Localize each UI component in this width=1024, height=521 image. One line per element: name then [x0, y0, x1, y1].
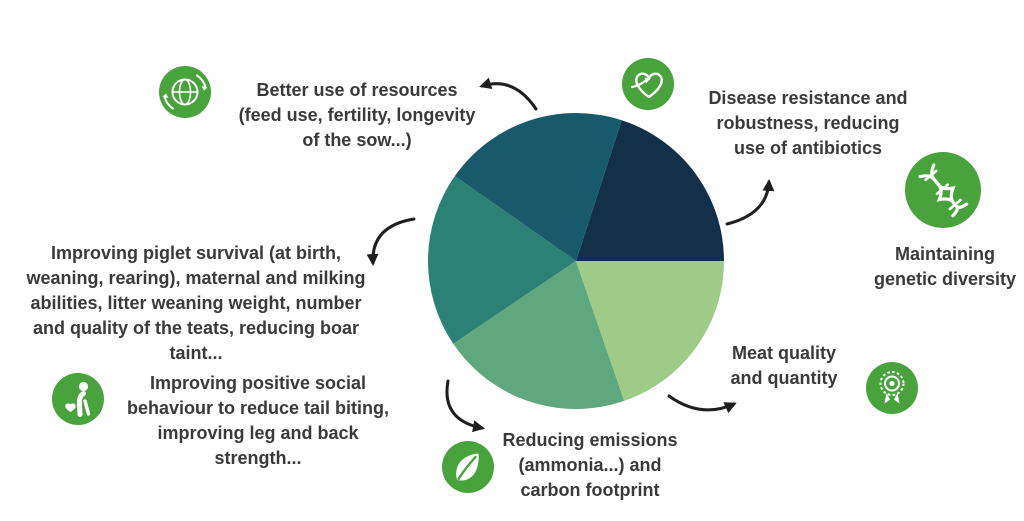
- arrow-to-piglet: [366, 217, 416, 266]
- label-disease-resistance: Disease resistance and robustness, reduc…: [708, 88, 908, 158]
- label-better-use-of-resources: Better use of resources (feed use, ferti…: [238, 80, 476, 150]
- label-social-behaviour: Improving positive social behaviour to r…: [126, 373, 390, 468]
- arrow-to-meat: [667, 394, 737, 414]
- arrow-to-emissions: [445, 379, 485, 433]
- pie-chart: [427, 112, 724, 409]
- label-piglet-survival: Improving piglet survival (at birth, wea…: [26, 243, 366, 363]
- globe-cycle-icon: [159, 66, 211, 118]
- pie-slice-light-green-bottom-right: [576, 261, 724, 401]
- person-care-icon: [52, 373, 104, 425]
- pie-slice-dark-teal-top: [454, 112, 622, 261]
- leaf-icon: [442, 441, 494, 493]
- pie-slice-teal-left: [427, 176, 576, 344]
- arrow-to-resources: [479, 77, 538, 111]
- pie-slice-green-bottom: [453, 261, 625, 409]
- dna-icon: [905, 152, 981, 228]
- heart-health-icon: [622, 58, 674, 110]
- arrow-to-disease: [725, 179, 775, 226]
- connector-arrows: [366, 77, 775, 433]
- label-reducing-emissions: Reducing emissions (ammonia...) and carb…: [502, 430, 678, 500]
- pie-slice-navy-top-right: [576, 120, 724, 261]
- award-medal-icon: [866, 362, 918, 414]
- label-meat-quality: Meat quality and quantity: [730, 343, 838, 388]
- label-genetic-diversity: Maintaining genetic diversity: [873, 244, 1017, 289]
